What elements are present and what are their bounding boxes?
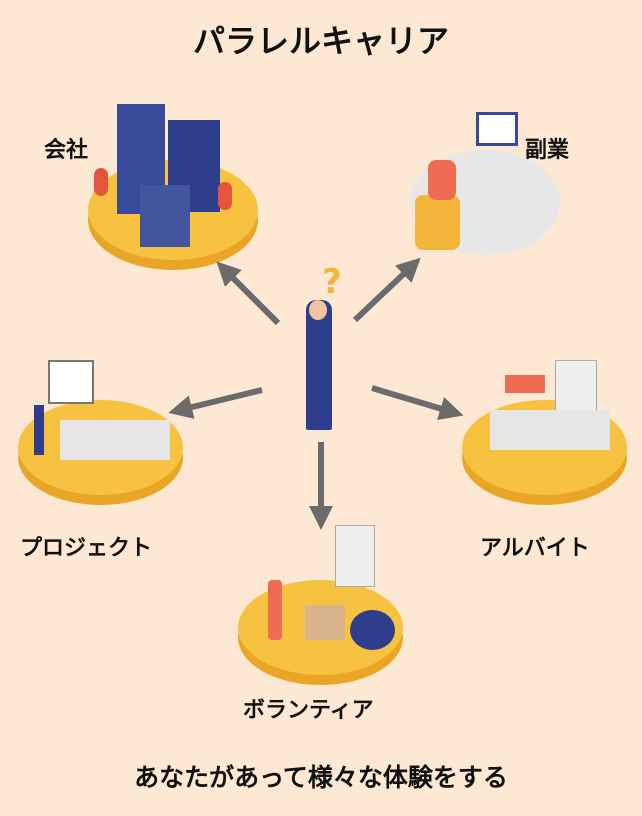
businessman-head [309,300,327,320]
woman-figure-icon [428,160,456,200]
locker-icon [335,525,375,587]
whiteboard-icon [48,360,94,404]
node-label-company: 会社 [44,138,89,163]
office-desks [490,410,610,450]
meeting-desks [60,420,170,460]
question-mark-icon: ? [322,262,342,302]
arrow-to-project [168,387,263,419]
chair-icon [415,195,460,250]
sofa-icon [505,375,545,393]
node-label-project: プロジェクト [20,536,153,561]
node-label-part-time: アルバイト [480,536,590,561]
node-label-volunteer: ボランティア [243,698,374,723]
arrow-to-company [216,261,281,326]
diagram-title: パラレルキャリア [192,22,449,60]
node-label-side-job: 副業 [525,138,570,163]
camera-monitor-icon [476,112,518,146]
tree-icon [218,182,232,210]
arrow-to-part-time [371,385,464,421]
tree-icon [94,168,108,196]
boxes-icon [305,605,345,640]
diagram-caption: あなたがあって様々な体験をする [134,763,508,792]
arrow-to-side-job [352,257,421,323]
office-building-icon [140,185,190,247]
businessman-figure-icon [306,300,332,430]
presenter-figure-icon [34,405,44,455]
volunteer-figure-icon [268,580,282,640]
garbage-bags-icon [350,610,395,650]
